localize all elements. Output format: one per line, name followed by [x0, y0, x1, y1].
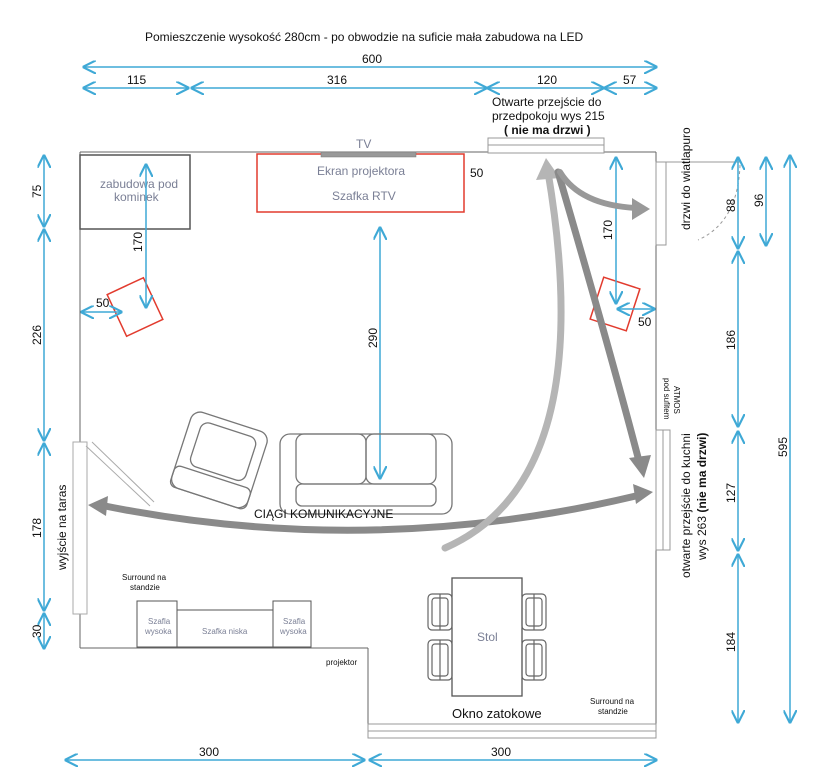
traffic-arrow-kitchen-terrace [96, 491, 644, 534]
kitchen-passage-label-1: otwarte przejście do kuchni [679, 433, 693, 578]
tv-label: TV [356, 137, 371, 151]
chair-right-top [521, 593, 547, 631]
projector-screen-label: Ekran projektora [317, 164, 405, 178]
tv-shape [320, 151, 417, 158]
dim-184-label: 184 [724, 632, 738, 652]
fireplace-enclosure [79, 154, 191, 230]
terrace-door [72, 441, 155, 615]
dim-300-right-label: 300 [491, 745, 511, 759]
dim-75-label: 75 [30, 184, 44, 198]
terrace-exit-label: wyjście na taras [55, 485, 69, 571]
chair-right-bottom [521, 639, 547, 681]
surround-right-label-2: standzie [598, 707, 628, 716]
dim-316-label: 316 [327, 73, 347, 87]
kitchen-opening [655, 429, 671, 551]
tv-cabinet-outline [256, 153, 465, 213]
rtv-depth-label: 50 [470, 166, 484, 180]
dim-170-right-label: 170 [601, 220, 615, 240]
chair-left-bottom [427, 639, 453, 681]
kitchen-no-door: (nie ma drzwi) [695, 433, 709, 513]
atmos-label-1: ATMOS [672, 386, 681, 414]
dim-30-label: 30 [30, 624, 44, 638]
top-passage-opening [487, 137, 605, 154]
page-title: Pomieszczenie wysokość 280cm - po obwodz… [145, 30, 584, 44]
top-dimensions [84, 67, 656, 88]
fireplace-label-1: zabudowa pod [100, 177, 178, 191]
dim-186-label: 186 [724, 330, 738, 350]
dim-170-left-label: 170 [131, 232, 145, 252]
atmos-label-2: pod sufitem [662, 378, 671, 420]
armchair [169, 411, 268, 510]
bay-window [367, 723, 657, 739]
dim-120-label: 120 [537, 73, 557, 87]
surround-right-label-1: Surround na [590, 697, 635, 706]
room-dimensions [82, 158, 654, 478]
top-passage-label-1: Otwarte przejście do [492, 95, 602, 109]
dim-127-label: 127 [724, 483, 738, 503]
dim-96-label: 96 [752, 193, 766, 207]
dim-88-label: 88 [724, 198, 738, 212]
dim-600-label: 600 [362, 52, 382, 66]
tall-cabinet-right [272, 600, 312, 648]
dining-table [451, 577, 523, 697]
fireplace-label-2: kominek [114, 190, 160, 204]
dim-226-label: 226 [30, 325, 44, 345]
closet-door [655, 161, 741, 246]
traffic-arrow-passage-sofa [441, 168, 565, 552]
dim-178-label: 178 [30, 518, 44, 538]
dim-595-label: 595 [776, 437, 790, 457]
traffic-arrow-closet [557, 169, 639, 211]
front-left-speaker [106, 276, 164, 338]
dim-57-label: 57 [623, 73, 637, 87]
projector-label: projektor [326, 658, 357, 667]
sofa [279, 433, 453, 515]
cabinet-group [136, 600, 312, 648]
right-dimensions [738, 156, 790, 722]
table-label: Stol [477, 630, 498, 644]
tall-cabinet-right-label-1: Szafla [283, 617, 306, 626]
kitchen-passage-label-2: wys 263 (nie ma drzwi) [695, 433, 709, 561]
room-walls [79, 151, 657, 738]
traffic-arrow-passage-kitchen [554, 168, 644, 469]
closet-door-label: drzwi do wiatlapuro [679, 127, 693, 230]
tv-cabinet-label: Szafka RTV [332, 189, 396, 203]
dim-115-label: 115 [127, 73, 146, 87]
dim-290-label: 290 [366, 328, 380, 348]
tall-cabinet-left-label-1: Szafla [148, 617, 171, 626]
tall-cabinet-left-label-2: wysoka [144, 627, 172, 636]
surround-left-label-1: Surround na [122, 573, 167, 582]
tall-cabinet-right-label-2: wysoka [279, 627, 307, 636]
dim-50-left-label: 50 [96, 296, 110, 310]
traffic-label: CIĄGI KOMUNIKACYJNE [254, 507, 393, 521]
surround-left-label-2: standzie [130, 583, 160, 592]
low-cabinet-label: Szafka niska [202, 627, 248, 636]
dim-300-left-label: 300 [199, 745, 219, 759]
chair-left-top [427, 593, 453, 631]
top-passage-label-3: ( nie ma drzwi ) [504, 123, 591, 137]
dim-50-right-label: 50 [638, 315, 652, 329]
bay-window-label: Okno zatokowe [452, 706, 542, 721]
top-passage-label-2: przedpokoju wys 215 [492, 109, 605, 123]
dining-chairs [427, 593, 547, 681]
kitchen-height: wys 263 [695, 513, 709, 561]
traffic-arrows [88, 158, 653, 552]
